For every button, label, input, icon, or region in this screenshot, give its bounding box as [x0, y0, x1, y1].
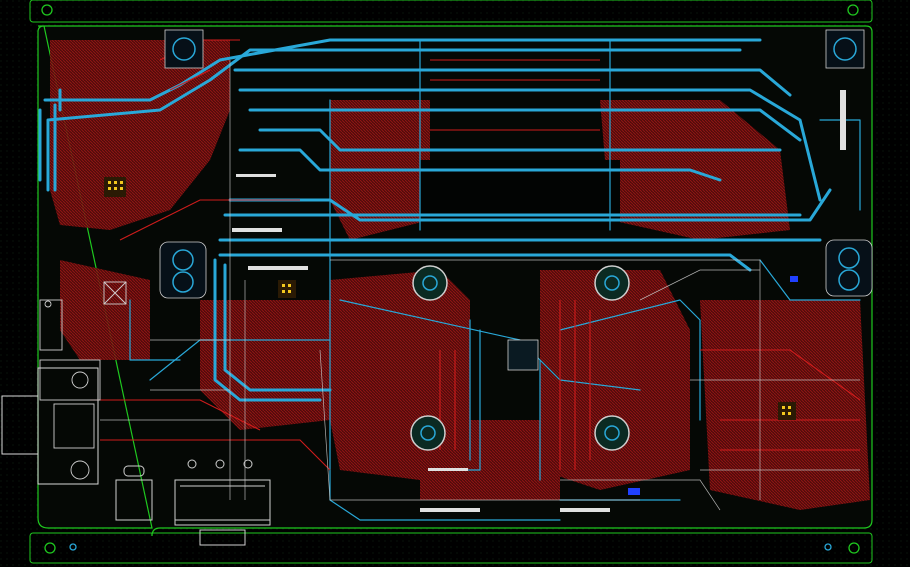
pad-rows — [232, 90, 846, 512]
center-ic — [507, 339, 539, 371]
bottom-copper-buses — [38, 38, 861, 521]
mounting-hole-center-bottom-left — [410, 415, 446, 451]
top-copper-traces — [90, 39, 861, 471]
mounting-hole-center-top-left — [412, 265, 448, 301]
silkscreen-lines — [100, 60, 860, 511]
bottom-usb-connector — [115, 459, 271, 546]
left-rj45-jack — [39, 359, 101, 480]
highlight-pads — [108, 181, 791, 415]
mounting-hole-top-right — [825, 29, 865, 69]
mounting-hole-top-left — [164, 29, 204, 69]
mounting-hole-center-top-right — [594, 265, 630, 301]
rail-mounting-holes — [41, 4, 860, 554]
left-connector-outline — [1, 367, 99, 485]
bga-right — [778, 402, 796, 420]
board-rails — [29, 0, 873, 564]
left-header — [39, 281, 127, 351]
component-markers — [628, 276, 798, 495]
mounting-hole-left-mid — [159, 241, 207, 299]
bga-mid-left — [278, 280, 296, 298]
mounting-hole-right-mid — [825, 239, 873, 297]
center-keepout — [420, 160, 620, 230]
mounting-hole-center-bottom-right — [594, 415, 630, 451]
board-mounting-holes — [159, 29, 873, 451]
